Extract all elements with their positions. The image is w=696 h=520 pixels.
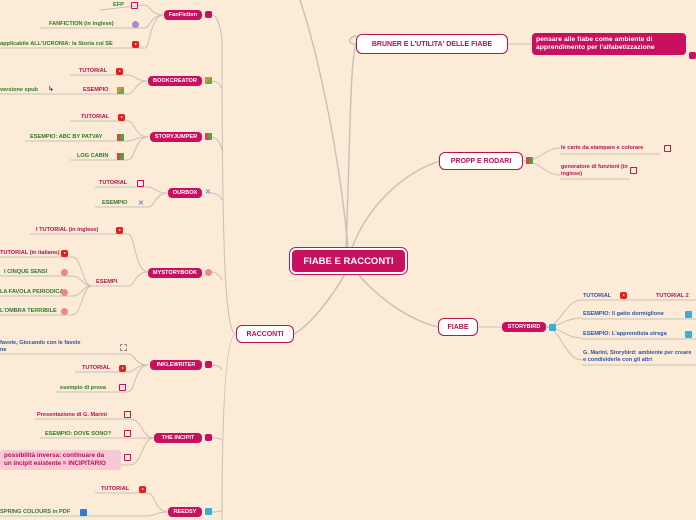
node-bruner-note[interactable]: pensare alle fiabe come ambiente di appr… (532, 33, 686, 55)
tools-icon: ✕ (138, 200, 144, 207)
tool-icon (685, 311, 692, 318)
storybird-marini[interactable]: G. Marini, Storybird: ambiente per crear… (583, 350, 692, 363)
node-storybird[interactable]: STORYBIRD (502, 322, 546, 332)
node-inklewriter[interactable]: INKLEWRITER (150, 360, 202, 370)
note-icon (689, 52, 696, 59)
bookcreator-esempio[interactable]: ESEMPIO (83, 87, 109, 93)
incipit-note-line2: un incipit esistente = INCIPITARIO (4, 460, 106, 467)
storyjumper-tutorial[interactable]: TUTORIAL (81, 114, 110, 120)
node-mystorybook[interactable]: MYSTORYBOOK (148, 268, 202, 278)
link-icon[interactable] (124, 430, 131, 437)
storybird-tutorial-2[interactable]: TUTORIAL 2 (656, 293, 689, 299)
bookcreator-epub[interactable]: versione epub (0, 87, 38, 93)
storybird-tutorial[interactable]: TUTORIAL (583, 293, 612, 299)
note-icon (205, 361, 212, 368)
node-incipit[interactable]: THE INCIPIT (154, 433, 202, 443)
node-fiabe[interactable]: FIABE (438, 318, 478, 336)
grid-icon (205, 133, 212, 140)
inklewriter-tutorial[interactable]: TUTORIAL (82, 365, 111, 371)
map-icon (526, 157, 533, 164)
book-icon (61, 269, 68, 276)
bubble-icon (132, 21, 139, 28)
esempi-ombra[interactable]: L'OMBRA TERRIBILE (0, 308, 57, 314)
fanfiction-efp[interactable]: EFP (113, 2, 124, 8)
storyjumper-esempio[interactable]: ESEMPIO: ABC BY PATVAY (30, 134, 103, 140)
grid-icon (117, 134, 124, 141)
mystorybook-tutorial[interactable]: I TUTORIAL (in inglese) (36, 227, 99, 233)
ourbox-tutorial[interactable]: TUTORIAL (99, 180, 128, 186)
link-icon[interactable] (137, 180, 144, 187)
book-icon (205, 77, 212, 84)
youtube-icon[interactable] (620, 292, 627, 299)
link-icon[interactable] (124, 454, 131, 461)
storyjumper-logcabin[interactable]: LOG CABIN (77, 153, 109, 159)
propp-item-carte[interactable]: le carte da stampare e colorare (561, 145, 644, 151)
node-reedsy[interactable]: REEDSY (168, 507, 202, 517)
pdf-icon[interactable] (80, 509, 87, 516)
ourbox-esempio[interactable]: ESEMPIO (102, 200, 128, 206)
fanfiction-inglese[interactable]: FANFICTION (in inglese) (49, 21, 114, 27)
incipit-note-line1: possibilità inversa: continuare da (4, 452, 105, 459)
link-icon[interactable] (664, 145, 671, 152)
node-ourbox[interactable]: OURBOX (168, 188, 202, 198)
esempi-tutorial[interactable]: TUTORIAL (in italiano) (0, 250, 60, 256)
youtube-icon[interactable] (61, 250, 68, 257)
reedsy-tutorial[interactable]: TUTORIAL (101, 486, 130, 492)
book-icon (205, 269, 212, 276)
tool-icon (685, 331, 692, 338)
tool-icon (205, 508, 212, 515)
node-bookcreator[interactable]: BOOKCREATOR (148, 76, 202, 86)
link-icon[interactable] (119, 384, 126, 391)
youtube-icon[interactable] (139, 486, 146, 493)
tool-icon (549, 324, 556, 331)
esempi-favola[interactable]: LA FAVOLA PERIODICA (0, 289, 64, 295)
link-icon[interactable] (131, 2, 138, 9)
doc-icon (120, 344, 127, 351)
inklewriter-favole[interactable]: favole, Giocando con le favole (0, 340, 81, 346)
root-node[interactable]: FIABE E RACCONTI (290, 248, 407, 274)
grid-icon (117, 153, 124, 160)
link-icon[interactable] (124, 411, 131, 418)
book-icon (61, 308, 68, 315)
note-icon (205, 434, 212, 441)
tools-icon: ✕ (205, 189, 211, 196)
inklewriter-esempio[interactable]: esempio di prova (60, 385, 107, 391)
book-icon (117, 87, 124, 94)
node-racconti[interactable]: RACCONTI (236, 325, 294, 343)
return-icon: ↳ (48, 86, 54, 93)
bookcreator-tutorial[interactable]: TUTORIAL (79, 68, 108, 74)
youtube-icon[interactable] (116, 227, 123, 234)
node-bruner[interactable]: BRUNER E L'UTILITA' DELLE FIABE (356, 34, 508, 54)
esempi-cinque-sensi[interactable]: I CINQUE SENSI (4, 269, 48, 275)
storybird-esempio-strega[interactable]: ESEMPIO: L'apprendista strega (583, 331, 667, 337)
storybird-esempio-gatto[interactable]: ESEMPIO: Il gatto dormiglione (583, 311, 664, 317)
youtube-icon[interactable] (119, 365, 126, 372)
node-storyjumper[interactable]: STORYJUMPER (150, 132, 202, 142)
link-icon[interactable] (630, 167, 637, 174)
book-icon (61, 289, 68, 296)
mystorybook-esempi[interactable]: ESEMPI (96, 279, 118, 285)
node-fanfiction[interactable]: FanFiction (164, 10, 202, 20)
youtube-icon[interactable] (116, 68, 123, 75)
node-propp[interactable]: PROPP E RODARI (439, 152, 523, 170)
note-icon (205, 11, 212, 18)
incipit-esempio[interactable]: ESEMPIO: DOVE SONO? (45, 431, 112, 437)
youtube-icon[interactable] (118, 114, 125, 121)
fanfiction-ucronia[interactable]: applicabile ALL'UCRONIA: la Storia col S… (0, 41, 113, 47)
inklewriter-ne[interactable]: ne (0, 347, 7, 353)
youtube-icon[interactable] (132, 41, 139, 48)
propp-item-generatore[interactable]: generatore di funzioni (in inglese) (561, 164, 628, 177)
incipit-note[interactable]: possibilità inversa: continuare da un in… (0, 450, 121, 470)
reedsy-spring[interactable]: SPRING COLOURS in PDF (0, 509, 71, 515)
incipit-presentazione[interactable]: Presentazione di G. Marini (37, 412, 107, 418)
